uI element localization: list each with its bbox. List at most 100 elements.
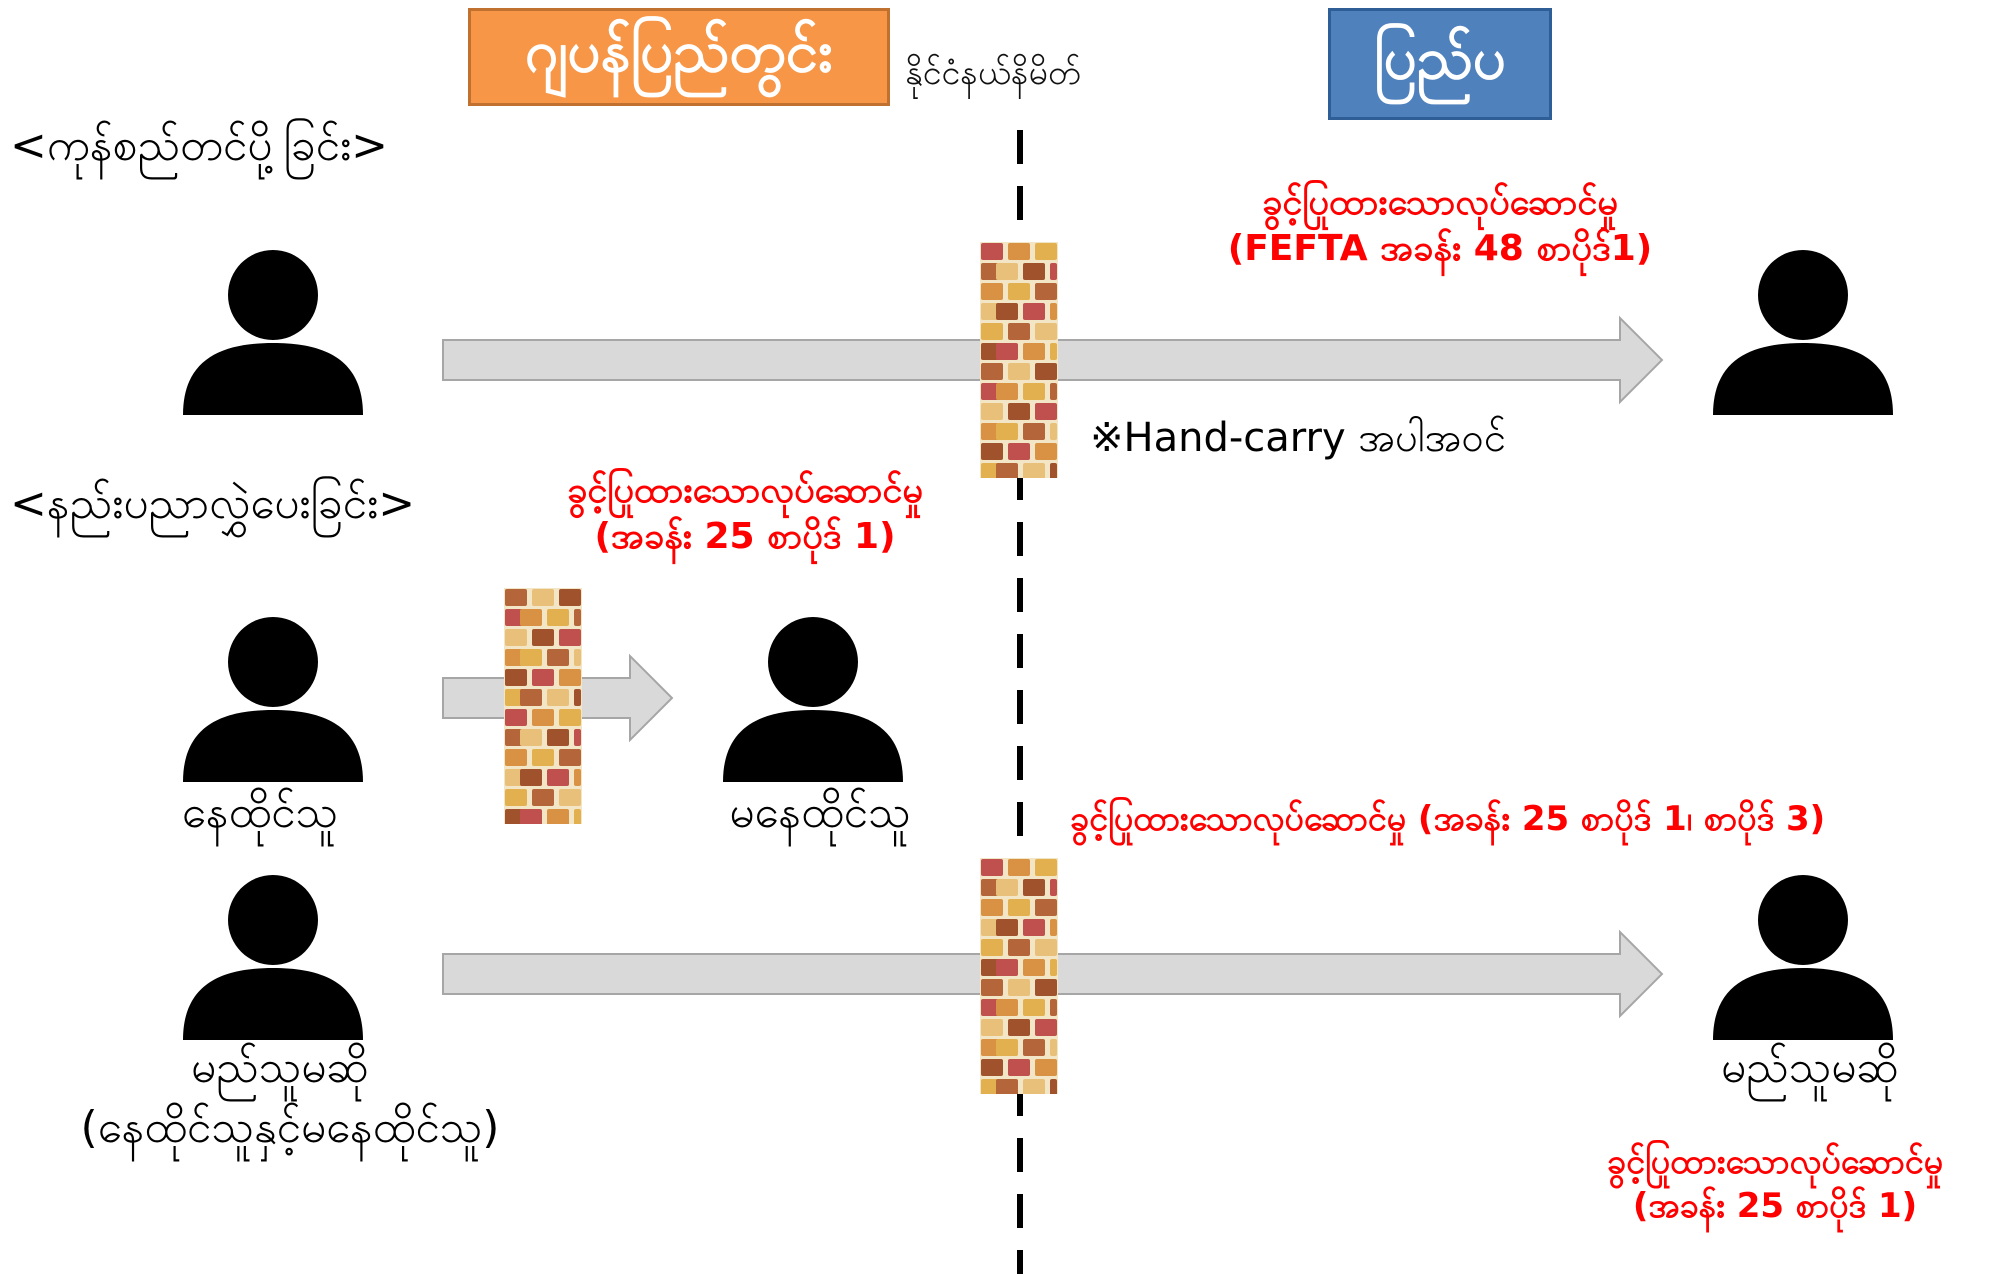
brick <box>1050 343 1057 360</box>
brick <box>574 649 581 666</box>
bottom-allowed-line1: ခွင့်ပြုထားသောလုပ်ဆောင်မှု <box>1606 1142 1944 1182</box>
brick <box>520 609 542 626</box>
tech-allowed-line2: (အခန်း 25 စာပိုဒ် 1) <box>594 516 896 557</box>
brick <box>574 609 581 626</box>
brick <box>547 769 569 786</box>
brick <box>1008 1059 1030 1076</box>
brick <box>1008 859 1030 876</box>
brick <box>1035 859 1057 876</box>
tech-section-title: <နည်းပညာလွှဲပေးခြင်း> <box>10 478 416 529</box>
person-silhouette-icon <box>183 875 363 1040</box>
brick <box>520 649 542 666</box>
foreign-label: ပြည်ပ <box>1374 23 1506 92</box>
brick <box>981 1059 1003 1076</box>
brick <box>981 859 1003 876</box>
brick <box>532 789 554 806</box>
brick <box>996 263 1018 280</box>
brick <box>1008 283 1030 300</box>
export-allowed-line2: (FEFTA အခန်း 48 စာပိုဒ်1) <box>1227 228 1653 269</box>
brick <box>505 709 527 726</box>
brick <box>1023 999 1045 1016</box>
brick <box>1050 263 1057 280</box>
brick <box>996 999 1018 1016</box>
brick <box>1050 423 1057 440</box>
brick <box>1023 303 1045 320</box>
brick <box>1035 443 1057 460</box>
brick <box>559 749 581 766</box>
brick-wall-icon <box>504 588 582 824</box>
brick <box>1008 403 1030 420</box>
brick <box>981 323 1003 340</box>
brick <box>981 899 1003 916</box>
brick <box>981 939 1003 956</box>
brick <box>1035 979 1057 996</box>
brick <box>574 769 581 786</box>
brick <box>981 1019 1003 1036</box>
brick <box>1008 979 1030 996</box>
brick <box>996 959 1018 976</box>
handcarry-note: ※Hand-carry အပါအဝင် <box>1090 415 1507 461</box>
brick <box>1023 383 1045 400</box>
brick <box>1035 403 1057 420</box>
brick <box>520 809 542 824</box>
brick <box>1050 959 1057 976</box>
brick <box>1008 939 1030 956</box>
brick <box>559 669 581 686</box>
brick <box>996 919 1018 936</box>
brick <box>981 403 1003 420</box>
brick <box>1035 363 1057 380</box>
brick <box>1035 939 1057 956</box>
resident-label: နေထိုင်သူ <box>181 787 339 838</box>
brick <box>1050 383 1057 400</box>
brick <box>1035 283 1057 300</box>
brick <box>1035 1019 1057 1036</box>
export-allowed-note: ခွင့်ပြုထားသောလုပ်ဆောင်မှု (FEFTA အခန်း … <box>1190 180 1690 272</box>
brick <box>574 689 581 706</box>
brick <box>505 669 527 686</box>
brick <box>532 589 554 606</box>
brick <box>520 769 542 786</box>
brick <box>520 689 542 706</box>
brick <box>1008 243 1030 260</box>
brick <box>547 689 569 706</box>
brick <box>505 749 527 766</box>
anyone-right-label: မည်သူမဆို <box>1721 1042 1899 1093</box>
brick <box>532 749 554 766</box>
brick <box>505 589 527 606</box>
person-silhouette-icon <box>183 250 363 415</box>
brick <box>1035 243 1057 260</box>
brick <box>1035 899 1057 916</box>
brick <box>1023 423 1045 440</box>
nonresident-label: မနေထိုင်သူ <box>729 787 911 838</box>
brick <box>505 789 527 806</box>
person-silhouette-icon <box>183 617 363 782</box>
brick <box>996 463 1018 478</box>
brick <box>981 283 1003 300</box>
person-silhouette-icon <box>1713 875 1893 1040</box>
brick <box>996 343 1018 360</box>
brick <box>996 383 1018 400</box>
brick <box>1023 959 1045 976</box>
brick <box>981 243 1003 260</box>
brick <box>1023 463 1045 478</box>
brick <box>559 789 581 806</box>
bottom-allowed-note: ခွင့်ပြုထားသောလုပ်ဆောင်မှု (အခန်း 25 စာပ… <box>1560 1140 1990 1228</box>
brick <box>1008 443 1030 460</box>
brick <box>1008 323 1030 340</box>
brick <box>996 879 1018 896</box>
japan-domestic-header: ဂျပန်ပြည်တွင်း <box>468 8 890 106</box>
anyone-label: မည်သူမဆို <box>191 1042 369 1093</box>
brick <box>1050 463 1057 478</box>
brick <box>1050 879 1057 896</box>
brick-wall-icon <box>980 858 1058 1094</box>
export-allowed-line1: ခွင့်ပြုထားသောလုပ်ဆောင်မှု <box>1262 182 1618 223</box>
tech-allowed-line1: ခွင့်ပြုထားသောလုပ်ဆောင်မှု <box>567 470 923 511</box>
brick <box>532 669 554 686</box>
person-silhouette-icon <box>723 617 903 782</box>
anyone-sublabel: (နေထိုင်သူနှင့်မနေထိုင်သူ) <box>80 1102 500 1153</box>
brick <box>547 649 569 666</box>
brick <box>1050 303 1057 320</box>
foreign-header: ပြည်ပ <box>1328 8 1552 120</box>
brick <box>532 629 554 646</box>
export-section-title: <ကုန်စည်တင်ပို့ခြင်း> <box>10 120 389 171</box>
